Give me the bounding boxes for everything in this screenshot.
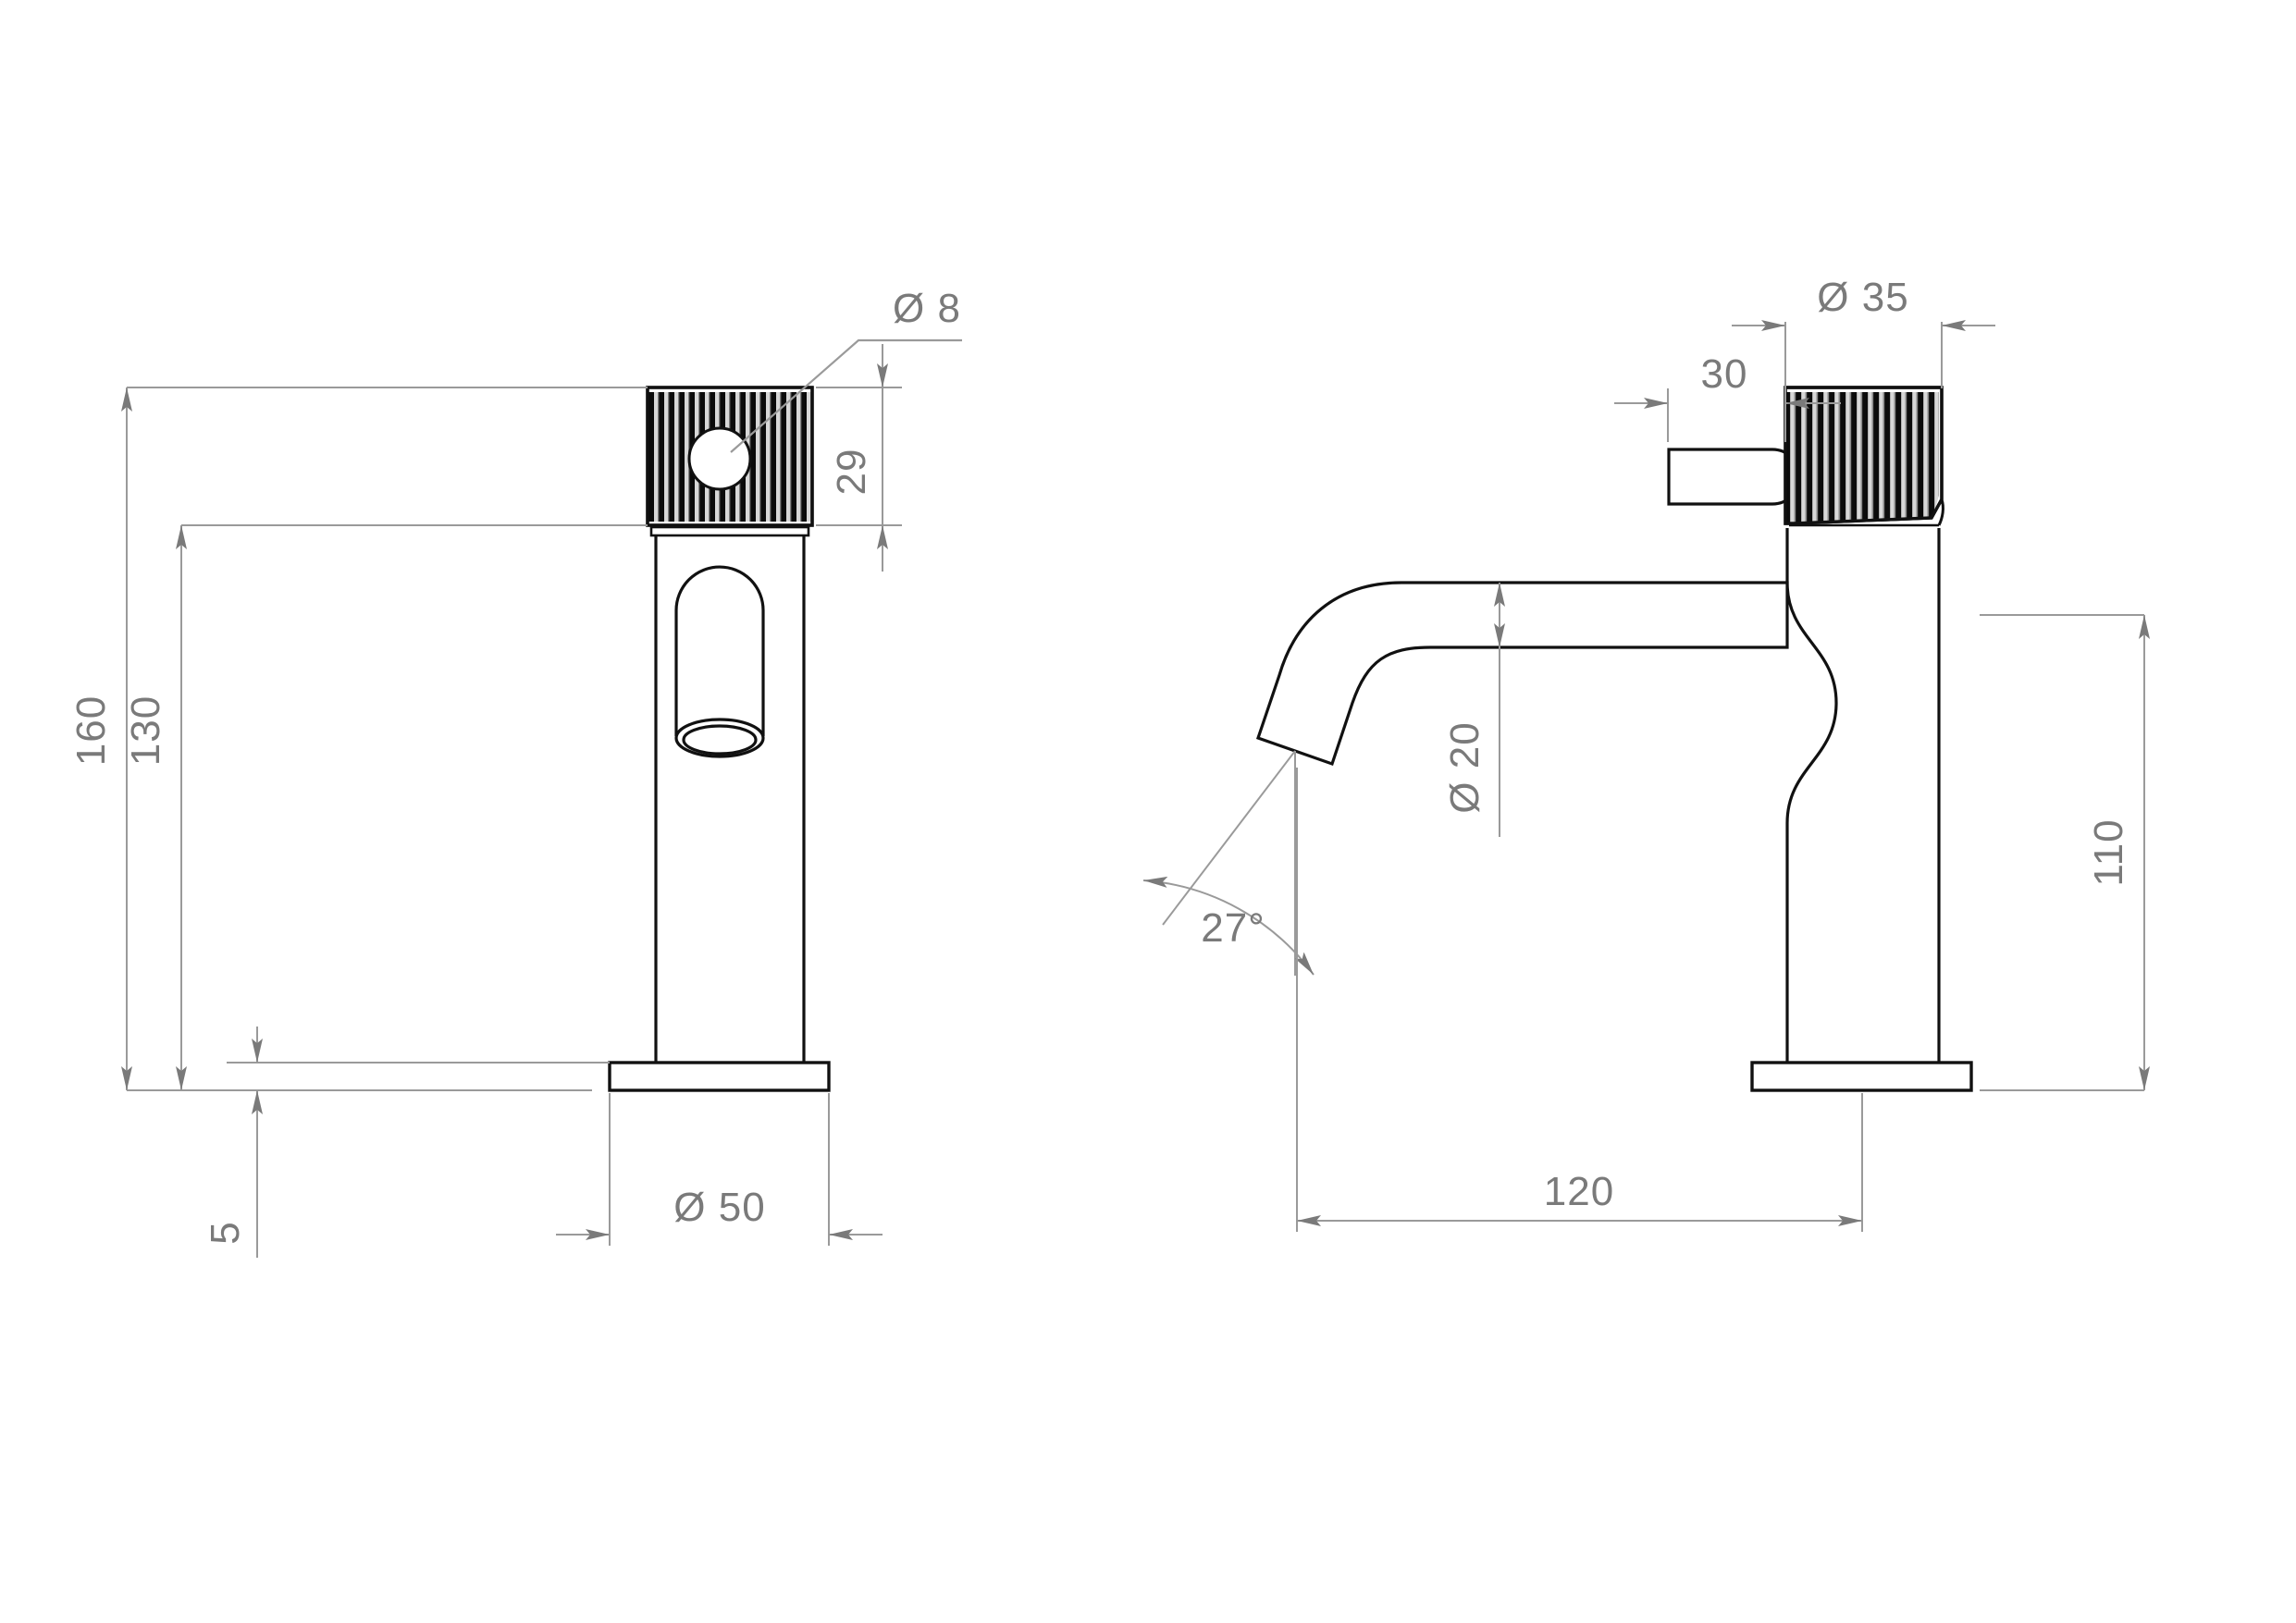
dim-handle-top-height	[176, 524, 648, 1091]
front-view: Ø 8 29 160 130	[68, 286, 962, 1258]
front-handle-knurled-cap	[646, 386, 814, 537]
side-base-plate	[1750, 1061, 1973, 1092]
front-base-plate	[608, 1061, 831, 1092]
side-view-column	[1750, 528, 1973, 1092]
front-handle-washer	[649, 525, 810, 537]
dim-handle-height-label: 29	[829, 449, 874, 496]
dim-hole-diameter-label: Ø 8	[893, 286, 961, 331]
dim-spout-height-label: 110	[2086, 818, 2131, 886]
dim-spout-reach-label: 120	[1544, 1169, 1614, 1214]
dim-hole-diameter	[730, 338, 962, 453]
side-lever-arm	[1667, 448, 1802, 506]
front-view-body	[608, 523, 831, 1092]
dim-spout-diameter-label: Ø 20	[1442, 721, 1487, 813]
side-view-spout	[1255, 581, 1789, 767]
dim-handle-height	[816, 344, 902, 572]
front-grub-screw-hole	[687, 426, 752, 491]
dim-base-thickness-label: 5	[203, 1221, 248, 1244]
dim-handle-diameter-label: Ø 35	[1817, 275, 1908, 320]
dim-handle-diameter	[1732, 320, 1995, 388]
dim-spout-tip-angle-label: 27°	[1201, 905, 1265, 951]
dim-base-diameter-label: Ø 50	[673, 1185, 765, 1230]
dim-lever-length-label: 30	[1701, 351, 1748, 397]
dim-spout-height	[1980, 614, 2150, 1091]
dim-base-thickness	[227, 1027, 610, 1258]
side-view: 30 Ø 35 Ø 20 27° 110	[1142, 275, 2150, 1232]
dim-base-diameter	[556, 1093, 883, 1246]
dim-handle-top-height-label: 130	[123, 695, 168, 766]
side-handle-knurled-cap	[1784, 386, 1944, 527]
front-view-spout-end	[674, 565, 765, 758]
dim-spout-reach	[1296, 768, 1863, 1232]
dim-overall-height-label: 160	[68, 695, 114, 766]
dim-overall-height	[121, 387, 648, 1091]
